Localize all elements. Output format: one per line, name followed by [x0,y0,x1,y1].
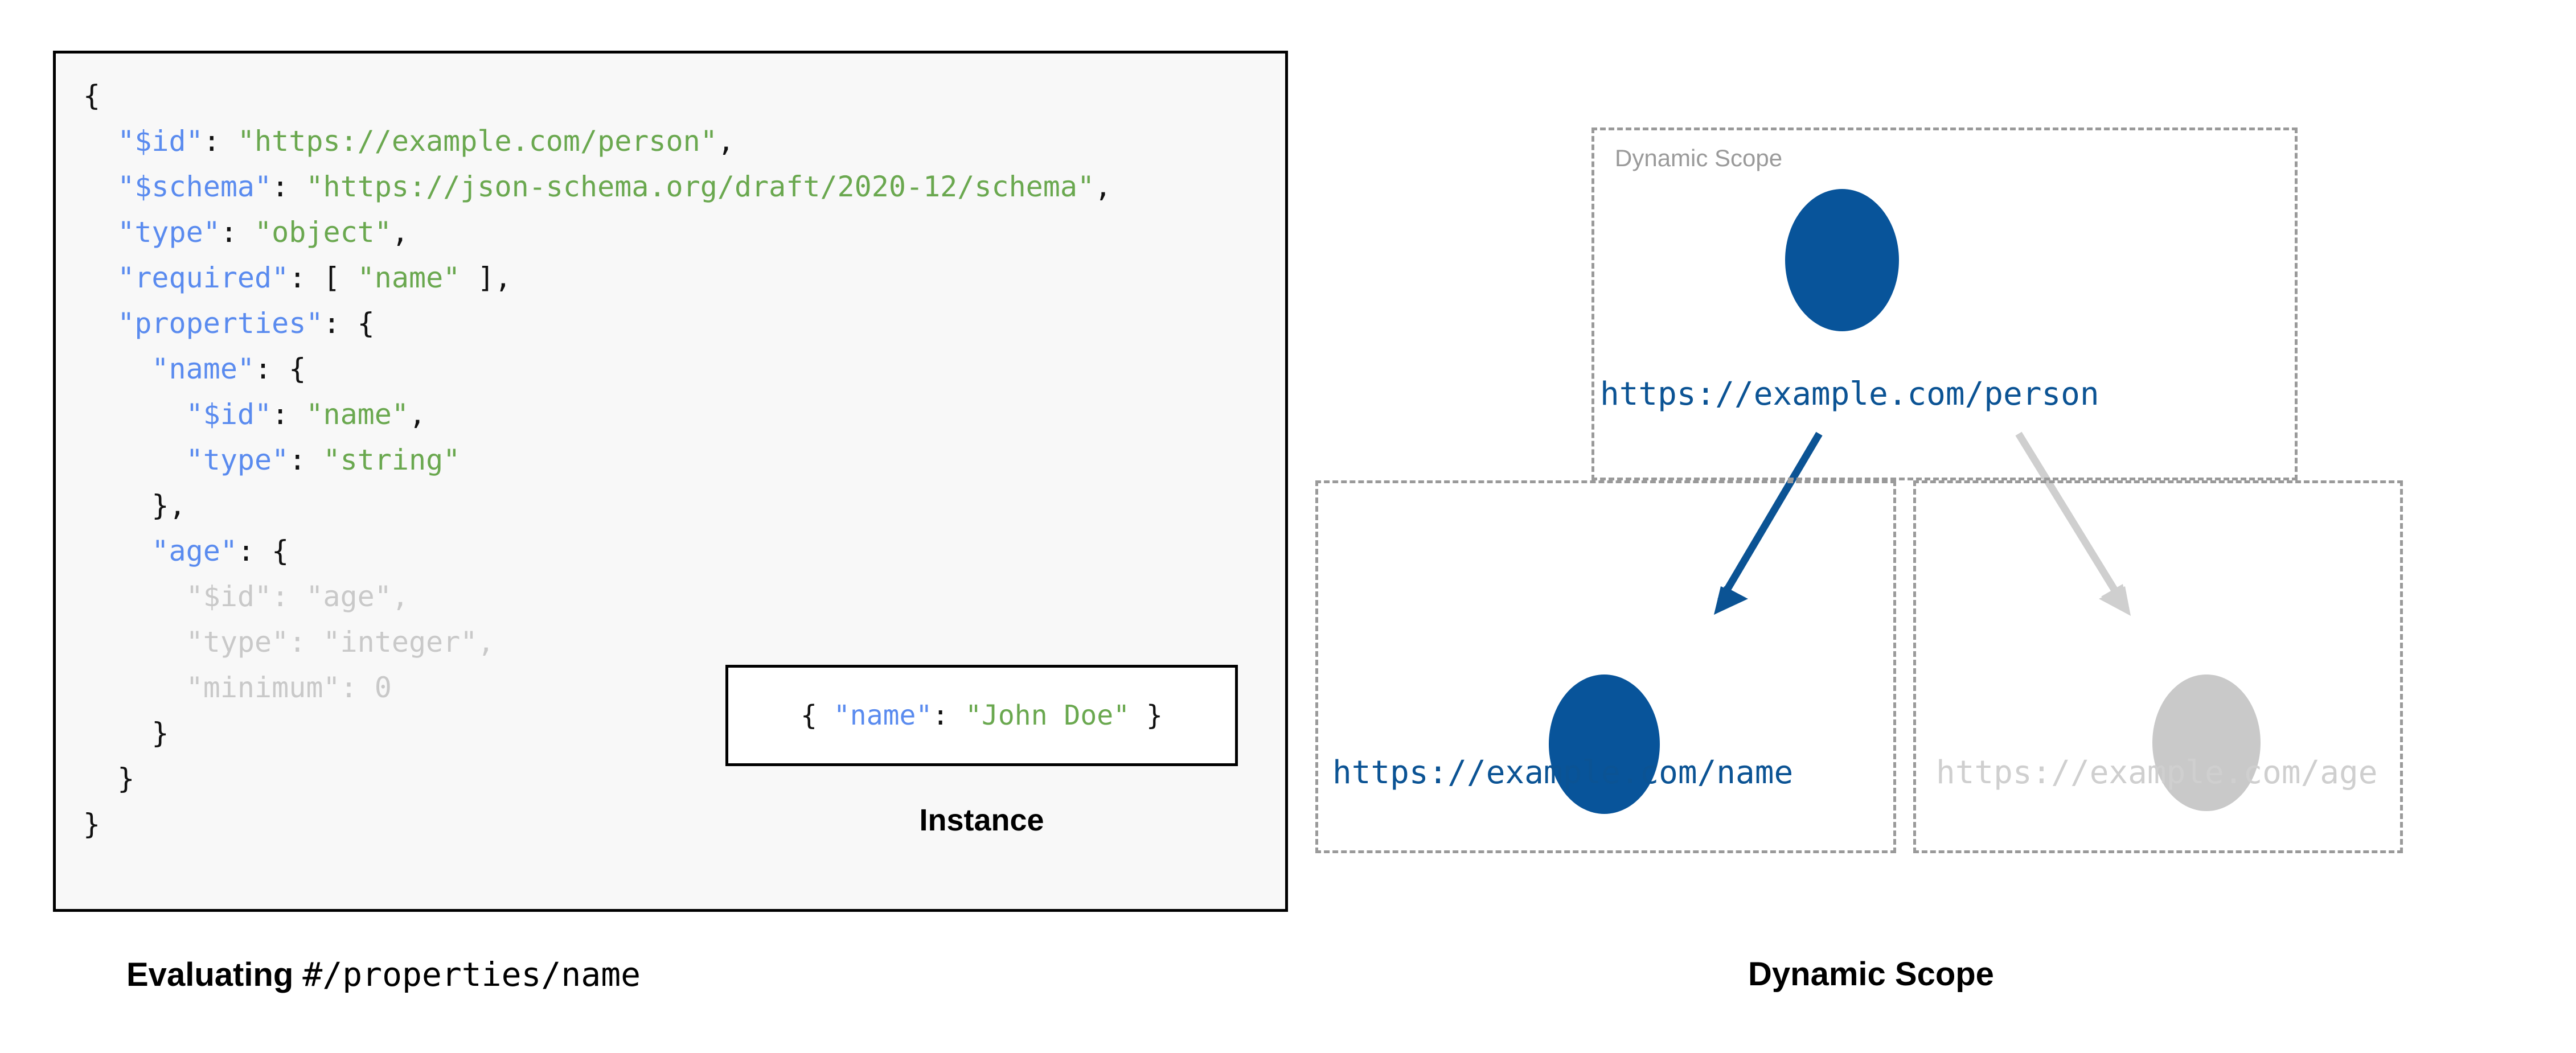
code-token: "$id" [117,125,203,158]
scope-box-name [1315,480,1896,853]
code-token: }, [83,489,186,522]
code-token: "required" [117,261,289,294]
code-token: "name" [357,261,461,294]
code-token: : [203,125,237,158]
code-token: "age" [151,534,237,567]
code-token: "$id": "age", [83,580,409,613]
code-token: "John Doe" [965,700,1130,731]
node-label-name: https://example.com/name [1332,754,1794,791]
code-token: } [1130,700,1163,731]
scope-box-root [1591,127,2298,480]
code-token: : { [255,352,306,385]
code-token: : [220,216,255,249]
code-token: ], [460,261,512,294]
code-token: { [801,700,834,731]
code-token: "string" [323,443,461,476]
code-token: } [83,762,135,795]
evaluating-caption-prefix: Evaluating [126,956,303,993]
code-token: : [ [289,261,358,294]
dynamic-scope-caption: Dynamic Scope [1748,956,1994,993]
code-token [83,398,186,431]
code-token: "https://example.com/person" [237,125,717,158]
code-token: "type": "integer", [83,626,495,659]
code-token: , [408,398,426,431]
code-token: , [1094,170,1112,203]
code-token [83,534,151,567]
schema-code-block: { "$id": "https://example.com/person", "… [83,73,1111,847]
code-token [83,170,117,203]
code-token: : [289,443,323,476]
code-token [83,216,117,249]
code-token: : { [323,307,375,340]
instance-box: { "name": "John Doe" } [725,665,1238,766]
node-circle-person[interactable] [1785,189,1899,331]
code-token: "minimum": 0 [83,671,392,704]
node-label-person: https://example.com/person [1600,376,2099,413]
scope-box-label: Dynamic Scope [1615,145,1783,171]
code-token: , [391,216,409,249]
schema-code-panel: { "$id": "https://example.com/person", "… [53,51,1288,912]
code-token [83,125,117,158]
code-token: "name" [833,700,933,731]
code-token: "$id" [186,398,272,431]
dynamic-scope-diagram: Dynamic Scope https://example.com/person… [1298,85,2403,911]
code-token [83,307,117,340]
code-token: "name" [151,352,255,385]
code-token: : [932,700,966,731]
code-token: : [272,170,306,203]
code-token: "type" [117,216,220,249]
code-token: "object" [255,216,392,249]
scope-box-age [1913,480,2403,853]
code-token: "$schema" [117,170,272,203]
code-token [83,352,151,385]
code-token: } [83,808,101,841]
code-token: , [717,125,735,158]
node-label-age: https://example.com/age [1936,754,2378,791]
code-token: "name" [306,398,409,431]
instance-code: { "name": "John Doe" } [801,700,1163,731]
instance-caption: Instance [919,803,1044,837]
code-token: : { [237,534,289,567]
evaluating-caption: Evaluating #/properties/name [126,955,641,994]
node-circle-age[interactable] [2152,674,2261,811]
evaluating-caption-pointer: #/properties/name [302,955,641,994]
code-token: "https://json-schema.org/draft/2020-12/s… [306,170,1095,203]
code-token: { [83,79,101,112]
code-token: "type" [186,443,289,476]
code-token: } [83,717,169,750]
node-circle-name[interactable] [1549,674,1660,814]
code-token: : [272,398,306,431]
code-token [83,261,117,294]
code-token [83,443,186,476]
code-token: "properties" [117,307,323,340]
